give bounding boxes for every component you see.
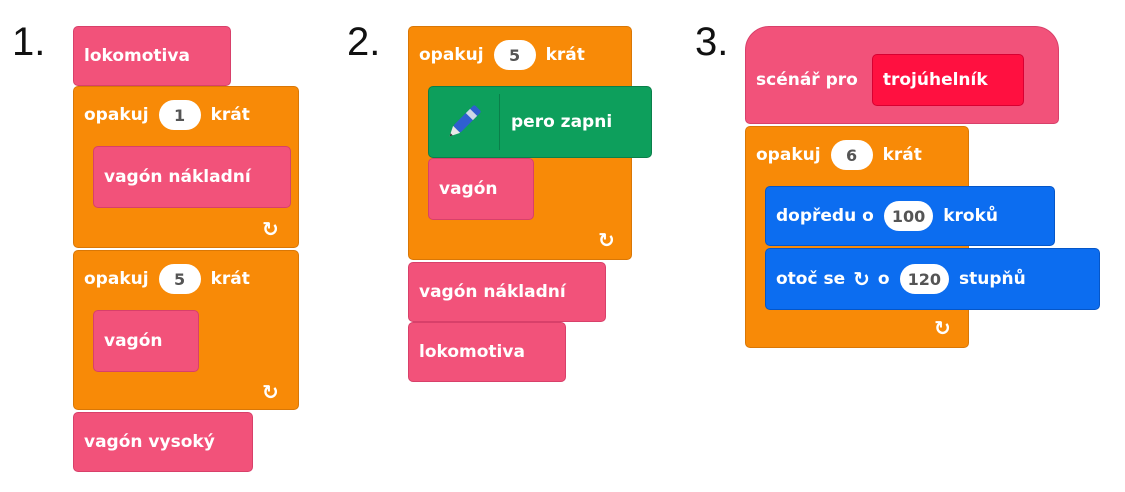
repeat-label-prefix: opakuj — [756, 145, 821, 165]
block-label: vagón vysoký — [84, 432, 215, 452]
block-label: vagón — [439, 179, 498, 199]
loop-arrow-icon: ↻ — [598, 228, 615, 252]
repeat-label-prefix: opakuj — [419, 45, 484, 65]
label-2: 2. — [347, 20, 381, 64]
steps-input[interactable]: 100 — [883, 201, 934, 231]
block-label: vagón nákladní — [419, 282, 566, 302]
block-otoc-se[interactable]: otoč se ↻ o 120 stupňů — [765, 248, 1100, 310]
repeat-label-suffix: krát — [210, 105, 250, 125]
block-lokomotiva[interactable]: lokomotiva — [408, 322, 566, 382]
rotate-right-icon: ↻ — [853, 267, 870, 291]
repeat-label-suffix: krát — [210, 269, 250, 289]
repeat-label-suffix: krát — [545, 45, 585, 65]
hat-block-scenar[interactable]: scénář pro trojúhelník — [745, 26, 1059, 124]
block-label-prefix: otoč se — [776, 269, 846, 289]
block-label-prefix: dopředu o — [776, 206, 874, 226]
block-vagon-nakladni[interactable]: vagón nákladní — [408, 262, 606, 322]
block-label-suffix: kroků — [943, 206, 998, 226]
pen-icon — [449, 105, 481, 137]
repeat-label-prefix: opakuj — [84, 269, 149, 289]
hat-label: scénář pro — [756, 70, 858, 90]
pen-extension-divider — [499, 94, 500, 150]
degrees-input[interactable]: 120 — [899, 264, 949, 294]
repeat-label-prefix: opakuj — [84, 105, 149, 125]
repeat-count-input[interactable]: 5 — [493, 40, 536, 70]
loop-arrow-icon: ↻ — [262, 217, 279, 241]
repeat-label-suffix: krát — [882, 145, 922, 165]
block-label: lokomotiva — [419, 342, 525, 362]
block-label: lokomotiva — [84, 46, 190, 66]
block-vagon[interactable]: vagón — [428, 158, 534, 220]
repeat-count-input[interactable]: 6 — [830, 140, 873, 170]
block-vagon[interactable]: vagón — [93, 310, 199, 372]
block-lokomotiva[interactable]: lokomotiva — [73, 26, 231, 86]
block-vagon-vysoky[interactable]: vagón vysoký — [73, 412, 253, 472]
block-dopredu[interactable]: dopředu o 100 kroků — [765, 186, 1055, 246]
block-label: pero zapni — [511, 112, 613, 132]
repeat-count-input[interactable]: 1 — [158, 100, 201, 130]
block-label-mid: o — [877, 269, 890, 289]
label-3: 3. — [695, 20, 729, 64]
block-label-suffix: stupňů — [959, 269, 1026, 289]
loop-arrow-icon: ↻ — [934, 316, 951, 340]
block-label: vagón — [104, 331, 163, 351]
block-label: vagón nákladní — [104, 167, 251, 187]
scenario-name-field[interactable]: trojúhelník — [871, 54, 1024, 106]
label-1: 1. — [12, 20, 46, 64]
loop-arrow-icon: ↻ — [262, 380, 279, 404]
repeat-count-input[interactable]: 5 — [158, 264, 201, 294]
block-vagon-nakladni[interactable]: vagón nákladní — [93, 146, 291, 208]
